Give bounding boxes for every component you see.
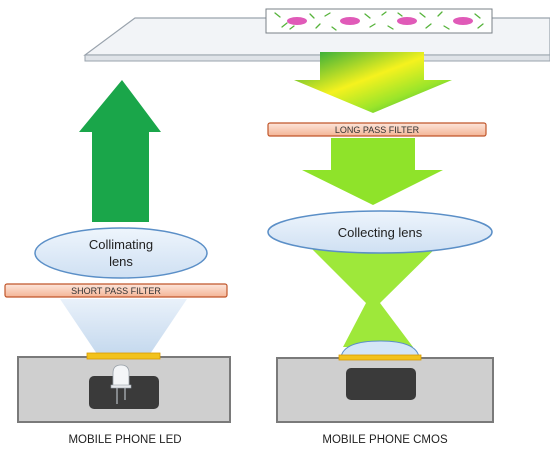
collimating-lens-label-line2: lens xyxy=(109,254,133,269)
led-icon xyxy=(110,364,132,404)
cmos-sensor-icon xyxy=(346,368,416,400)
emission-arrow-top xyxy=(294,52,452,113)
filtered-emission-arrow xyxy=(302,138,443,205)
led-light-beam xyxy=(60,299,187,354)
mobile-phone-cmos-body xyxy=(276,340,494,423)
short-pass-filter: SHORT PASS FILTER xyxy=(4,283,228,298)
long-pass-filter-label: LONG PASS FILTER xyxy=(335,125,420,135)
collecting-lens-label: Collecting lens xyxy=(338,225,423,240)
excitation-light-arrow xyxy=(79,80,161,222)
cell-sample-area xyxy=(265,8,493,34)
collimating-lens: Collimating lens xyxy=(34,227,208,279)
cell-icon xyxy=(287,17,473,25)
camera-lens-icon xyxy=(340,340,420,358)
mobile-phone-led-body xyxy=(17,352,231,423)
mobile-phone-cmos-caption: MOBILE PHONE CMOS xyxy=(322,434,448,446)
fluorescent-marker-icon xyxy=(274,11,484,31)
short-pass-filter-label: SHORT PASS FILTER xyxy=(71,286,161,296)
collecting-lens: Collecting lens xyxy=(267,210,493,254)
long-pass-filter: LONG PASS FILTER xyxy=(267,122,487,137)
collimating-lens-label-line1: Collimating xyxy=(89,237,153,252)
mobile-phone-led-caption: MOBILE PHONE LED xyxy=(68,434,181,446)
